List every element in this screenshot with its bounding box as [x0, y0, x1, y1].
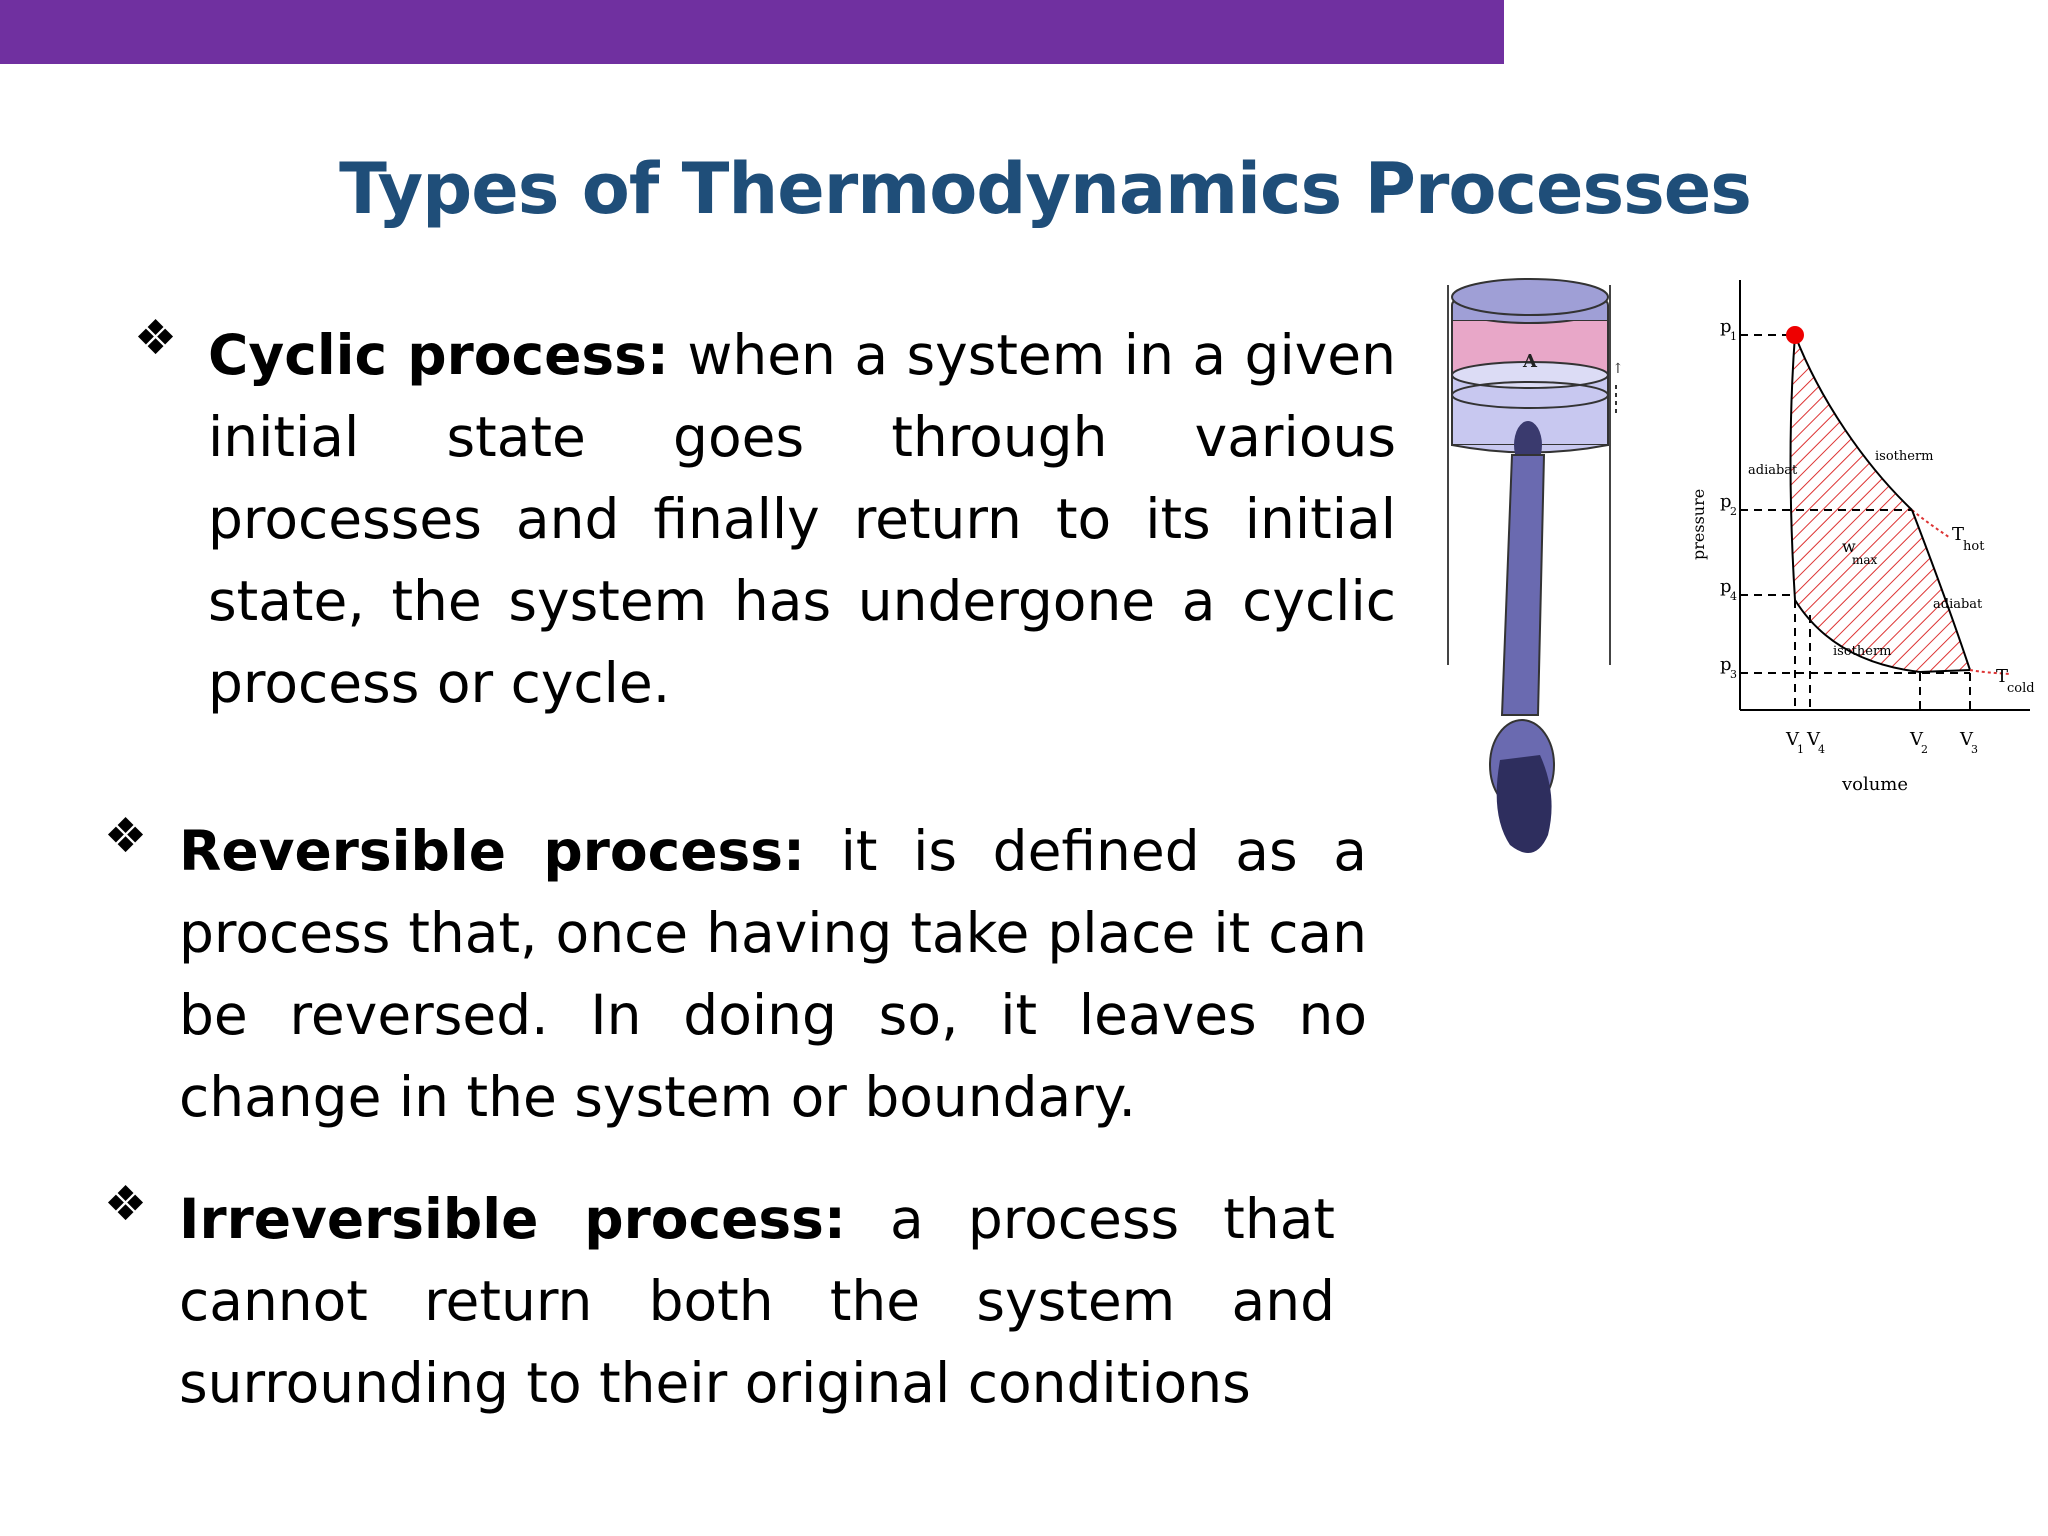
bullet-text: a process that cannot return both the sy… — [179, 1187, 1335, 1415]
v1-label: V — [1785, 729, 1800, 750]
bullet-term: Cyclic process: — [208, 323, 669, 387]
slide-title: Types of Thermodynamics Processes — [339, 148, 1752, 230]
p3-label: p — [1720, 654, 1732, 675]
bullet-irreversible-process: Irreversible process: a process that can… — [179, 1178, 1335, 1424]
bullet-diamond-icon: ❖ — [134, 310, 178, 366]
isotherm-label: isotherm — [1875, 449, 1934, 464]
piston-illustration: A ↑ — [1447, 278, 1624, 853]
v3-sub: 3 — [1971, 743, 1978, 756]
adiabat-label: adiabat — [1748, 463, 1798, 478]
bullet-diamond-icon: ❖ — [104, 808, 148, 864]
v2-label: V — [1909, 729, 1924, 750]
t-hot-label: T — [1952, 524, 1964, 545]
bullet-reversible-process: Reversible process: it is defined as a p… — [179, 810, 1367, 1138]
isotherm-label: isotherm — [1833, 644, 1892, 659]
p3-sub: 3 — [1730, 668, 1737, 681]
p4-sub: 4 — [1730, 590, 1737, 603]
pv-diagram: pressure volume p 1 p 2 p 4 p 3 V 1 V 4 … — [1689, 280, 2035, 795]
work-sub: max — [1852, 553, 1878, 567]
p1-sub: 1 — [1730, 330, 1737, 343]
p4-label: p — [1720, 576, 1732, 597]
t-hot-sub: hot — [1963, 539, 1985, 554]
work-label: w — [1842, 537, 1856, 556]
v4-sub: 4 — [1818, 743, 1825, 756]
v4-label: V — [1806, 729, 1821, 750]
p2-sub: 2 — [1730, 505, 1737, 518]
bullet-diamond-icon: ❖ — [104, 1176, 148, 1232]
v3-label: V — [1959, 729, 1974, 750]
v1-sub: 1 — [1797, 743, 1804, 756]
svg-text:↑: ↑ — [1612, 361, 1624, 377]
bullet-cyclic-process: Cyclic process: when a system in a given… — [208, 314, 1396, 724]
bullet-text: when a system in a given initial state g… — [208, 323, 1396, 715]
p1-label: p — [1720, 316, 1732, 337]
bullet-text: it is defined as a process that, once ha… — [179, 819, 1367, 1129]
bullet-term: Reversible process: — [179, 819, 805, 883]
p2-label: p — [1720, 491, 1732, 512]
x-axis-label: volume — [1841, 774, 1908, 795]
t-cold-sub: cold — [2007, 681, 2035, 696]
initial-state-point — [1786, 326, 1804, 344]
accent-bar — [0, 0, 1504, 64]
adiabat-label: adiabat — [1933, 597, 1983, 612]
y-axis-label: pressure — [1689, 489, 1708, 560]
piston-label: A — [1522, 351, 1538, 372]
t-cold-label: T — [1996, 666, 2008, 687]
bullet-term: Irreversible process: — [179, 1187, 846, 1251]
v2-sub: 2 — [1921, 743, 1928, 756]
